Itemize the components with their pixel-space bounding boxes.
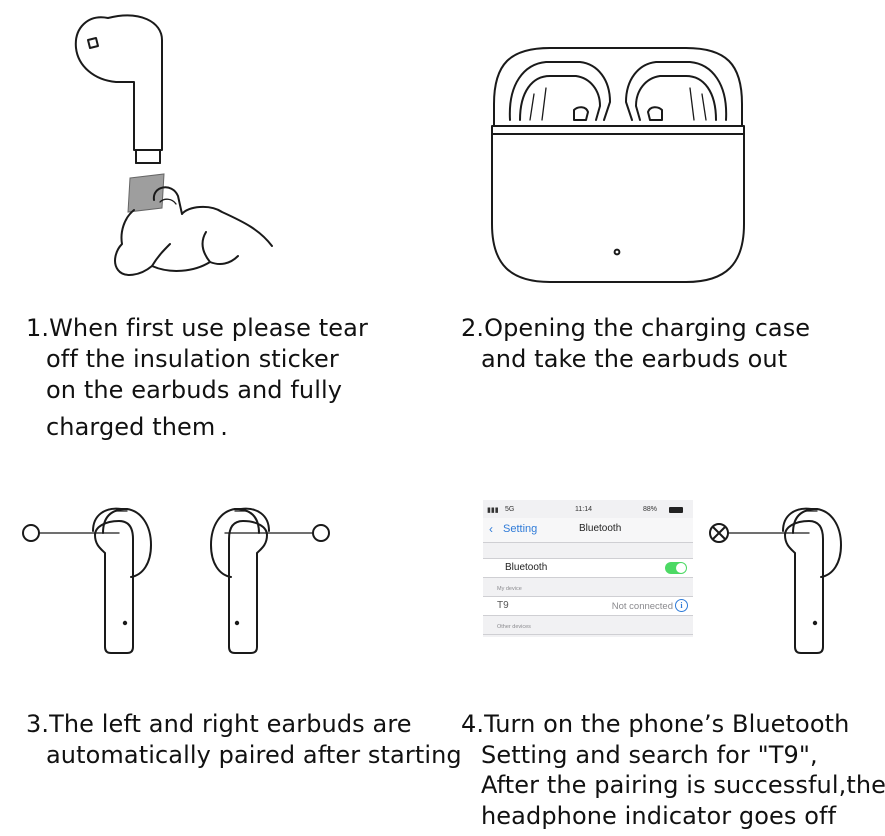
phone-bluetooth-screen: ▮▮▮ 5G 11:14 88% ‹ Setting Bluetooth Blu… [483, 500, 693, 637]
indicator-off-icon [22, 524, 40, 542]
bluetooth-toggle[interactable] [665, 562, 687, 574]
step1-line-2: off the insulation sticker [46, 345, 339, 373]
step3-illustration [22, 507, 330, 654]
right-earbud [210, 507, 330, 654]
network-label: 5G [505, 506, 515, 513]
step4-line-3: After the pairing is successful,the [481, 771, 885, 799]
signal-indicator: ▮▮▮ [487, 507, 499, 514]
step1-line-3: on the earbuds and fully [46, 376, 343, 404]
divider [483, 634, 693, 635]
step2-line-2: and take the earbuds out [481, 345, 788, 373]
step4-illustration [709, 507, 842, 654]
bluetooth-row[interactable]: Bluetooth [483, 558, 693, 578]
step1-illustration [74, 14, 273, 276]
battery-percent: 88% [643, 506, 658, 513]
earbud-icon [782, 507, 842, 654]
step1-line-4: charged them . [46, 413, 229, 441]
info-icon[interactable]: i [675, 599, 688, 612]
battery-icon [669, 507, 683, 513]
indicator-off-icon [312, 524, 330, 542]
step3-line-1: 3.The left and right earbuds are [26, 710, 412, 738]
step4-line-1: 4.Turn on the phone’s Bluetooth [461, 710, 850, 738]
nav-bar: ‹ Setting Bluetooth [483, 518, 693, 543]
charging-case-icon [491, 47, 745, 283]
status-time: 11:14 [575, 506, 592, 513]
step4-line-4: headphone indicator goes off [481, 801, 837, 830]
back-button[interactable]: Setting [503, 523, 538, 535]
page-title: Bluetooth [579, 523, 622, 534]
device-name: T9 [497, 600, 509, 611]
insulation-sticker [127, 173, 165, 213]
left-earbud [22, 507, 152, 654]
bluetooth-label: Bluetooth [505, 562, 548, 573]
step1-text: 1.When first use please tear off the ins… [26, 313, 368, 443]
device-row-t9[interactable]: T9 Not connected i [483, 596, 693, 616]
my-devices-header: My device [497, 586, 522, 592]
indicator-off-icon [709, 523, 729, 543]
step2-text: 2.Opening the charging case and take the… [461, 313, 810, 375]
earbud-icon [74, 14, 163, 164]
step1-line-1: 1.When first use please tear [26, 314, 368, 342]
back-chevron-icon[interactable]: ‹ [489, 522, 493, 536]
toggle-knob [676, 563, 686, 573]
finger-icon [114, 186, 273, 276]
step2-illustration [491, 47, 745, 283]
step4-text: 4.Turn on the phone’s Bluetooth Setting … [461, 709, 885, 831]
step2-line-1: 2.Opening the charging case [461, 314, 811, 342]
step3-line-2: automatically paired after starting [46, 741, 462, 769]
step4-line-2: Setting and search for "T9", [481, 740, 818, 769]
device-status: Not connected [611, 601, 673, 612]
status-bar: ▮▮▮ 5G 11:14 88% [483, 506, 693, 516]
other-devices-header: Other devices [497, 624, 531, 630]
step3-text: 3.The left and right earbuds are automat… [26, 709, 462, 771]
